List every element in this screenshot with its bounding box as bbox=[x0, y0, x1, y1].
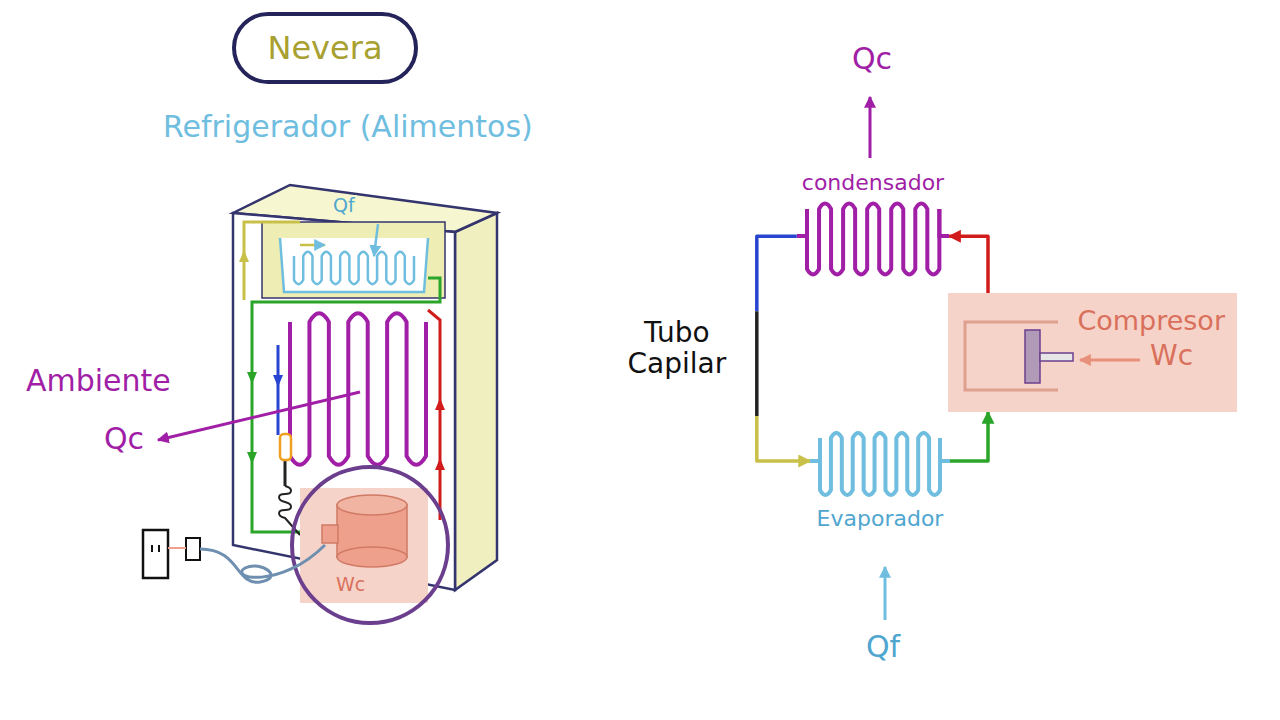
coil-label-holder: Evaporador bbox=[810, 506, 950, 531]
fridge-compressor bbox=[292, 467, 448, 623]
filter-drier bbox=[280, 434, 291, 460]
fridge-condenser bbox=[290, 313, 426, 464]
line-segment bbox=[757, 236, 797, 311]
text-label: Ambiente bbox=[26, 364, 171, 397]
node-label: condensador bbox=[802, 170, 944, 195]
fridge-body bbox=[233, 185, 497, 590]
text-label: Refrigerador (Alimentos) bbox=[163, 110, 533, 143]
text-label: Wc bbox=[334, 574, 367, 595]
refrigerant-line bbox=[757, 236, 810, 461]
coil-label-holder: condensador bbox=[797, 170, 949, 195]
line-segment bbox=[949, 236, 988, 293]
coil-symbol bbox=[797, 199, 949, 281]
coil-symbol bbox=[810, 428, 950, 502]
heat-arrow bbox=[869, 97, 872, 158]
power-plug bbox=[143, 530, 325, 582]
text-label: Qc bbox=[852, 42, 892, 75]
text-label: Qc bbox=[104, 422, 144, 455]
line-segment bbox=[757, 416, 810, 461]
coil-component: Evaporador bbox=[810, 428, 950, 531]
heat-arrow bbox=[374, 224, 378, 256]
refrigerant-line bbox=[949, 236, 988, 293]
text-label: Wc bbox=[1148, 341, 1195, 372]
refrigerant-line bbox=[950, 412, 988, 461]
line-segment bbox=[755, 311, 759, 416]
fridge-evaporator bbox=[262, 222, 445, 298]
node-label: Evaporador bbox=[817, 506, 944, 531]
heat-arrow bbox=[884, 567, 887, 620]
coil-component: condensador bbox=[797, 170, 949, 281]
edge-label: Tubo Capilar bbox=[611, 318, 743, 380]
flow-arrows bbox=[239, 250, 445, 470]
node-label: Compresor bbox=[1077, 305, 1225, 336]
text-label: Qf bbox=[331, 195, 357, 216]
text-label: Qf bbox=[866, 630, 900, 663]
node-label: Nevera bbox=[267, 30, 382, 67]
title-pill: Nevera bbox=[232, 12, 418, 84]
heat-arrow bbox=[158, 392, 360, 440]
line-segment bbox=[950, 412, 988, 461]
